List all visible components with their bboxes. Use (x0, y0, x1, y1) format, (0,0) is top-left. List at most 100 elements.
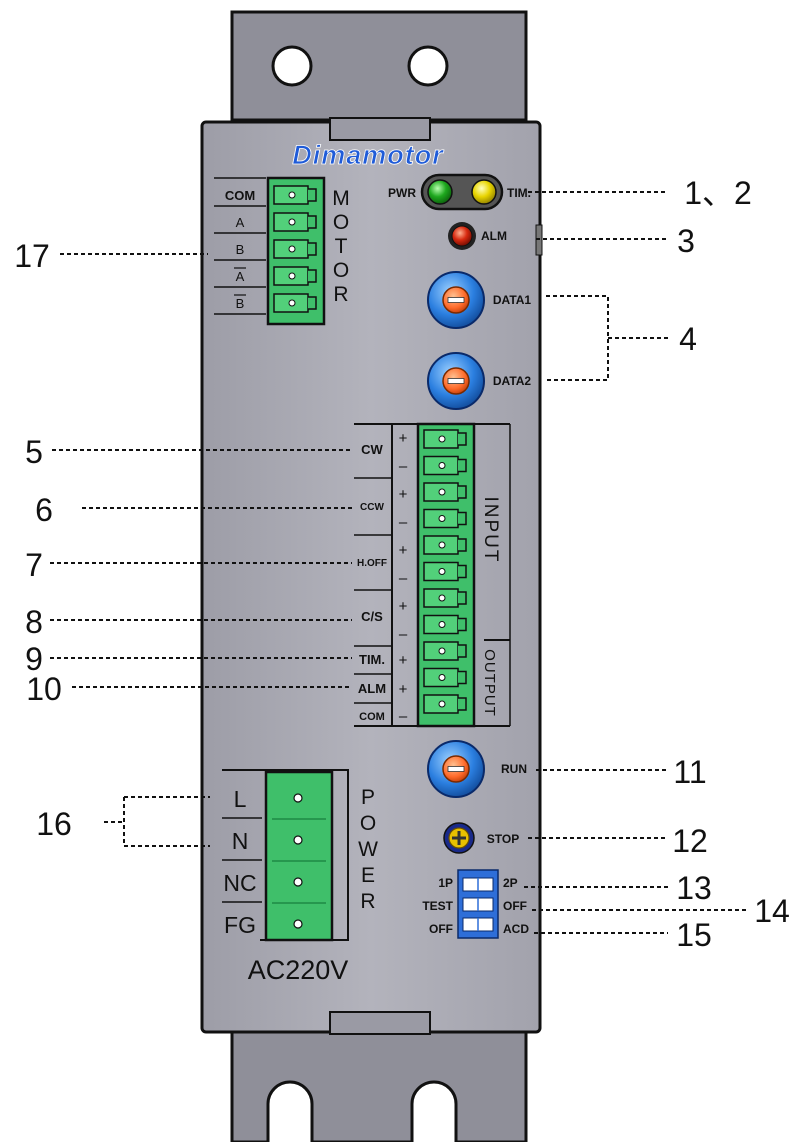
io-polarity-sign: – (399, 458, 408, 475)
io-polarity-sign: + (399, 652, 408, 669)
brand-logo: Dimamotor (292, 140, 444, 170)
alm-led (451, 225, 473, 247)
callout-number: 11 (673, 754, 706, 790)
top-mount-hole-right (407, 45, 449, 87)
input-label: INPUT (480, 497, 501, 564)
power-pin (293, 919, 303, 929)
dip-toggle[interactable] (462, 897, 494, 912)
callout-number: 7 (25, 547, 43, 583)
io-polarity-sign: – (399, 708, 408, 725)
callout-number: 17 (14, 238, 50, 274)
dip-right-label: 2P (503, 876, 518, 890)
power-title-letter: W (358, 838, 378, 861)
power-title-letter: O (360, 812, 376, 835)
dip-toggle[interactable] (462, 917, 494, 932)
callouts (50, 191, 748, 934)
motor-pin (273, 185, 317, 205)
callout-number: 4 (679, 321, 697, 357)
callout-number: 9 (25, 641, 43, 677)
dip-left-label: 1P (438, 876, 453, 890)
callout-number: 13 (676, 870, 712, 906)
callout-number: 5 (25, 434, 43, 470)
callout-number: 14 (754, 893, 790, 929)
voltage-label: AC220V (248, 955, 349, 985)
motor-title-letter: O (333, 211, 349, 234)
dip-toggle[interactable] (462, 877, 494, 892)
io-pin (423, 482, 467, 502)
callout-leader (104, 796, 210, 847)
power-terminal-label: L (234, 786, 247, 812)
dip-right-label: ACD (503, 922, 529, 936)
io-pin (423, 561, 467, 582)
io-polarity-sign: – (399, 514, 408, 531)
power-pin (272, 877, 326, 904)
data2-knob[interactable] (427, 352, 485, 410)
run-knob[interactable] (427, 740, 485, 798)
io-signal-label: CCW (360, 502, 384, 513)
io-signal-label: CW (361, 442, 383, 457)
io-polarity-sign: – (399, 570, 408, 587)
dip-left-label: TEST (422, 899, 453, 913)
knob-slot-icon (447, 766, 465, 772)
data1-label: DATA1 (493, 293, 532, 307)
io-signal-label: H.OFF (357, 558, 387, 569)
io-pin (423, 455, 467, 476)
alm-label: ALM (481, 229, 507, 243)
callout-number: 10 (26, 671, 62, 707)
io-pin (423, 588, 467, 608)
data1-knob[interactable] (427, 271, 485, 329)
io-polarity-sign: + (399, 486, 408, 503)
io-pin (423, 641, 467, 661)
io-polarity-sign: + (399, 681, 408, 698)
motor-pin (273, 239, 317, 259)
pwr-label: PWR (388, 186, 416, 200)
io-signal-label: ALM (358, 681, 386, 696)
io-signal-label: COM (359, 711, 385, 723)
led-section: PWR TIM. ALM (388, 173, 531, 250)
io-signal-label: TIM. (359, 652, 385, 667)
top-mount-hole-left (271, 45, 313, 87)
power-title-letter: E (361, 864, 375, 887)
knob-slot-icon (447, 378, 465, 384)
motor-terminal-label: COM (225, 188, 255, 203)
power-terminal-label: NC (223, 870, 256, 896)
io-polarity-sign: + (399, 542, 408, 559)
power-title-letter: R (360, 890, 375, 913)
dip-left-label: OFF (429, 922, 453, 936)
dip-right-label: OFF (503, 899, 527, 913)
top-bracket (230, 10, 528, 122)
io-pin (423, 667, 467, 688)
io-polarity-sign: + (399, 598, 408, 615)
io-signal-label: C/S (361, 609, 383, 624)
motor-pin (273, 293, 317, 313)
callout-number: 16 (36, 806, 72, 842)
io-polarity-sign: + (399, 430, 408, 447)
dip-switch: 1P 2P TEST OFF OFF ACD (422, 869, 529, 939)
callout-number: 15 (676, 917, 712, 953)
io-pin (423, 694, 467, 714)
motor-terminal-label: A (236, 215, 245, 230)
motor-terminal-label: B (236, 242, 245, 257)
power-title-letter: P (361, 786, 375, 809)
motor-terminal-label: A (236, 269, 245, 284)
top-clip (329, 117, 431, 141)
io-pin (423, 429, 467, 449)
callout-number: 1、2 (684, 175, 752, 211)
io-pin (423, 535, 467, 555)
io-pin (423, 508, 467, 529)
bottom-slot-right (410, 1080, 458, 1142)
motor-pin (273, 212, 317, 232)
motor-title-letter: R (333, 283, 348, 306)
power-pin (272, 835, 326, 862)
motor-pin (273, 266, 317, 286)
stop-trimmer[interactable] (443, 822, 475, 854)
data2-label: DATA2 (493, 374, 532, 388)
motor-title-letter: O (333, 259, 349, 282)
run-label: RUN (501, 762, 527, 776)
